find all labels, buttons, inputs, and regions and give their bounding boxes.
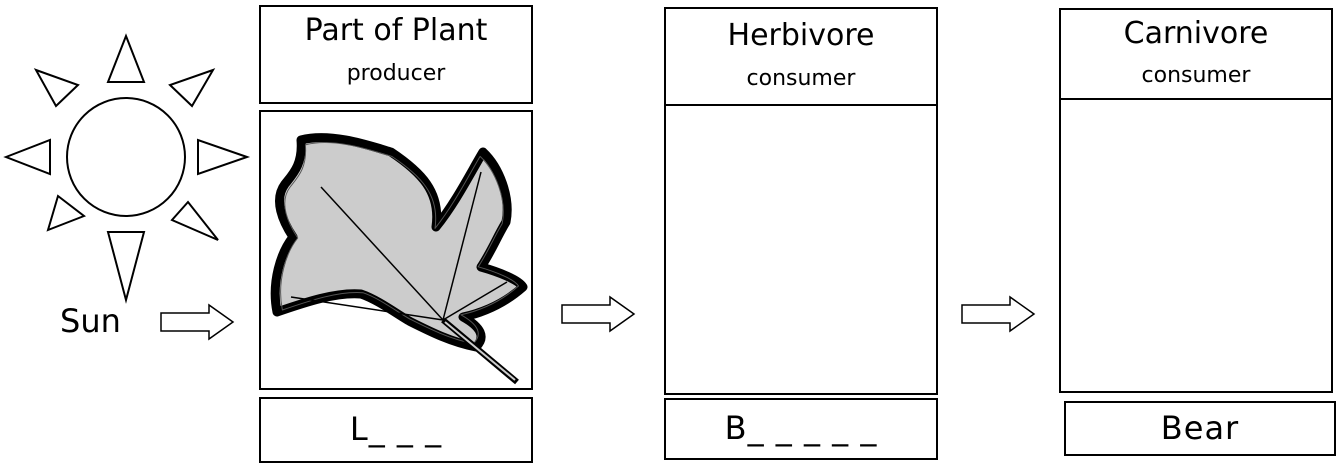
herbivore-answer-box: B_ _ _ _ _ (664, 398, 938, 460)
right-arrow-icon (160, 303, 235, 341)
right-arrow-icon (561, 295, 636, 333)
sun-icon (3, 33, 251, 304)
producer-answer-box: L_ _ _ (259, 397, 533, 463)
producer-title: Part of Plant (304, 13, 488, 48)
sun-ray-bottom-right (170, 200, 219, 241)
carnivore-answer-box: Bear (1064, 401, 1336, 456)
carnivore-title: Carnivore (1123, 16, 1269, 51)
sun-ray-top (106, 33, 146, 83)
sun-ray-top-left (33, 68, 80, 108)
sun-ray-top-right (168, 68, 216, 108)
herbivore-answer: B_ _ _ _ _ (724, 409, 878, 447)
producer-image-box (259, 110, 533, 390)
producer-answer: L_ _ _ (349, 410, 443, 448)
herbivore-image-box (664, 104, 938, 395)
carnivore-role: consumer (1141, 63, 1251, 88)
carnivore-answer: Bear (1160, 409, 1240, 447)
sun-ray-right (197, 138, 251, 176)
carnivore-title-box: Carnivore consumer (1059, 8, 1333, 100)
herbivore-title: Herbivore (727, 18, 875, 53)
producer-title-box: Part of Plant producer (259, 5, 533, 104)
leaf-icon (270, 133, 528, 385)
sun-disc (66, 97, 186, 217)
right-arrow-icon (961, 295, 1036, 333)
sun-ray-bottom-left (46, 194, 87, 232)
sun-label: Sun (60, 302, 121, 340)
carnivore-image-box (1059, 98, 1333, 393)
herbivore-role: consumer (746, 66, 856, 91)
producer-role: producer (346, 61, 446, 86)
sun-ray-bottom (106, 231, 146, 304)
herbivore-title-box: Herbivore consumer (664, 7, 938, 106)
sun-ray-left (3, 138, 51, 176)
